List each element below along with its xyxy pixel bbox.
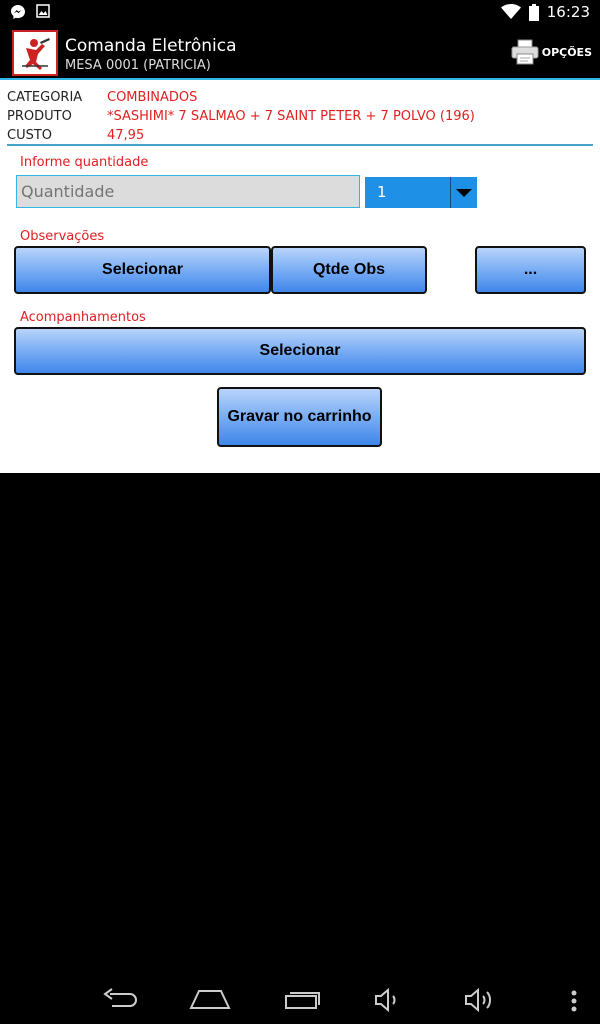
quantidade-spinner[interactable]: 1 xyxy=(365,177,477,208)
produto-value: *SASHIMI* 7 SALMAO + 7 SAINT PETER + 7 P… xyxy=(107,109,475,124)
action-bar-divider xyxy=(0,78,600,80)
observacoes-select-button[interactable]: Selecionar xyxy=(14,246,271,294)
dropdown-arrow-icon xyxy=(450,177,477,208)
acompanhamentos-select-button[interactable]: Selecionar xyxy=(14,327,586,375)
overflow-menu-icon[interactable] xyxy=(570,990,578,1012)
app-subtitle: MESA 0001 (PATRICIA) xyxy=(65,58,211,73)
battery-icon xyxy=(528,3,539,21)
volume-down-icon[interactable] xyxy=(374,988,402,1012)
app-logo-icon xyxy=(12,30,58,76)
observacoes-label: Observações xyxy=(20,229,105,244)
navigation-bar xyxy=(0,972,600,1024)
status-bar: 16:23 xyxy=(0,0,600,26)
opcoes-label: OPÇÕES xyxy=(541,45,592,59)
categoria-value: COMBINADOS xyxy=(107,90,198,105)
action-bar: Comanda Eletrônica MESA 0001 (PATRICIA) … xyxy=(0,26,600,78)
quantidade-label: Informe quantidade xyxy=(20,155,149,170)
volume-up-icon[interactable] xyxy=(464,988,496,1012)
gravar-carrinho-button[interactable]: Gravar no carrinho xyxy=(217,387,382,447)
image-icon xyxy=(36,4,50,18)
custo-value: 47,95 xyxy=(107,128,145,143)
clock: 16:23 xyxy=(546,3,590,21)
spinner-value: 1 xyxy=(377,183,387,201)
more-button[interactable]: ... xyxy=(475,246,586,294)
custo-label: CUSTO xyxy=(7,128,53,143)
quantidade-input[interactable] xyxy=(16,175,360,208)
info-divider xyxy=(7,144,593,146)
recent-apps-icon[interactable] xyxy=(282,986,322,1010)
acompanhamentos-label: Acompanhamentos xyxy=(20,310,146,325)
printer-icon xyxy=(511,39,539,65)
categoria-label: CATEGORIA xyxy=(7,90,83,105)
qtde-obs-button[interactable]: Qtde Obs xyxy=(271,246,427,294)
messenger-icon xyxy=(11,5,25,19)
back-icon[interactable] xyxy=(100,988,140,1012)
app-title: Comanda Eletrônica xyxy=(65,36,237,56)
produto-label: PRODUTO xyxy=(7,109,72,124)
home-icon[interactable] xyxy=(189,988,231,1010)
opcoes-button[interactable]: OPÇÕES xyxy=(510,38,592,66)
content-panel: CATEGORIA COMBINADOS PRODUTO *SASHIMI* 7… xyxy=(0,80,600,473)
wifi-icon xyxy=(500,4,521,19)
